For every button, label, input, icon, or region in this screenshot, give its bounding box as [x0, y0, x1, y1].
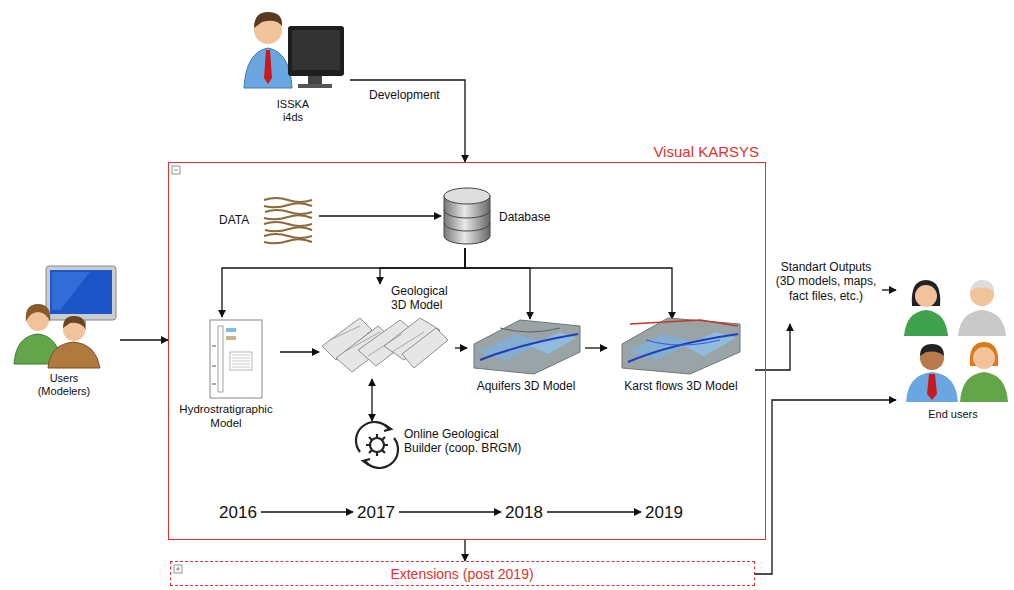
flow-arrow — [371, 379, 372, 421]
modelers-actor: Users (Modelers) — [8, 262, 120, 410]
node-label: Hydrostratigraphic Model — [172, 403, 280, 431]
model-step: Karst flows 3D Model — [607, 319, 755, 399]
year-mark: 2016 — [215, 501, 261, 525]
flow-arrow — [380, 248, 465, 284]
node-label: Karst flows 3D Model — [607, 379, 755, 393]
extensions-box: Extensions (post 2019) — [170, 561, 755, 586]
geological-model-illustration — [322, 318, 448, 372]
flow-arrow — [455, 347, 467, 348]
modelers-icon — [14, 266, 116, 368]
node-label: ISSKA i4ds — [269, 98, 317, 124]
data-source: DATA — [219, 191, 319, 249]
model-step: Hydrostratigraphic Model — [172, 317, 280, 435]
paper-stack-icon — [264, 198, 312, 243]
node-label: Visual KARSYS — [599, 143, 759, 161]
flow-arrow — [464, 540, 465, 561]
flow-arrow — [120, 339, 168, 340]
flow-arrow — [585, 347, 607, 348]
edge-label: Development — [368, 88, 441, 102]
model-step: Aquifers 3D Model — [467, 319, 585, 399]
flow-arrow — [399, 511, 501, 512]
database: Database — [441, 186, 571, 248]
builder-gear-icon — [356, 422, 398, 468]
builder-tool: Online Geological Builder (coop. BRGM) — [356, 421, 526, 469]
hydro-column — [210, 320, 262, 398]
node-label: Standart Outputs (3D models, maps, fact … — [770, 260, 882, 303]
year-mark: 2019 — [641, 501, 687, 525]
node-label: 2016 — [215, 503, 261, 523]
flow-arrow — [261, 511, 353, 512]
model-step: Geological 3D Model — [319, 284, 455, 379]
developer-icon — [244, 12, 344, 88]
node-label: 2019 — [641, 503, 687, 523]
database-cylinder — [444, 188, 490, 244]
flow-arrow — [465, 248, 530, 319]
end-users-icon — [904, 280, 1008, 402]
node-label: 2018 — [501, 503, 547, 523]
karst-model-illustration — [622, 318, 740, 374]
flow-arrow — [755, 400, 896, 574]
end-users-actor: End users — [896, 268, 1010, 428]
node-label: Online Geological Builder (coop. BRGM) — [404, 427, 526, 456]
node-label: Aquifers 3D Model — [467, 379, 585, 393]
flow-arrow — [350, 80, 465, 162]
flow-arrow — [755, 324, 790, 370]
node-label: Extensions (post 2019) — [171, 566, 753, 583]
flow-arrow — [882, 289, 896, 290]
aquifer-model-illustration — [474, 320, 580, 374]
system-boundary: Visual KARSYSDATADatabaseHydrostratigrap… — [168, 162, 766, 540]
flow-arrow — [319, 215, 441, 216]
node-label: 2017 — [353, 503, 399, 523]
year-mark: 2018 — [501, 501, 547, 525]
node-label: Database — [499, 210, 569, 224]
node-label: DATA — [219, 213, 263, 227]
node-label: Geological 3D Model — [391, 284, 453, 313]
node-label: End users — [896, 408, 1010, 421]
toggle-markers — [172, 166, 182, 573]
flow-arrow — [465, 248, 672, 319]
developer-actor: ISSKA i4ds — [235, 6, 350, 130]
outputs-note: Standart Outputs (3D models, maps, fact … — [770, 256, 882, 324]
year-mark: 2017 — [353, 501, 399, 525]
node-label: Users (Modelers) — [29, 372, 99, 398]
flow-arrow — [547, 511, 641, 512]
flow-arrow — [222, 248, 465, 317]
flow-arrow — [280, 351, 319, 352]
